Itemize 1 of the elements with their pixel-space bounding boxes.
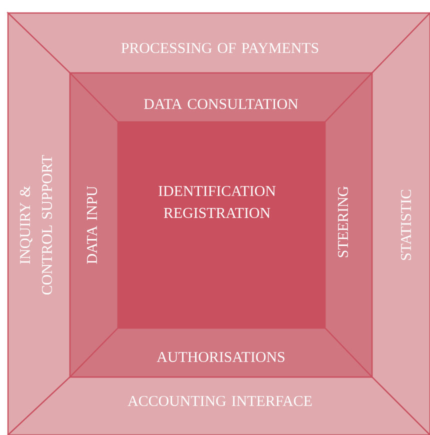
center-square: IDENTIFICATION REGISTRATION	[117, 121, 326, 329]
